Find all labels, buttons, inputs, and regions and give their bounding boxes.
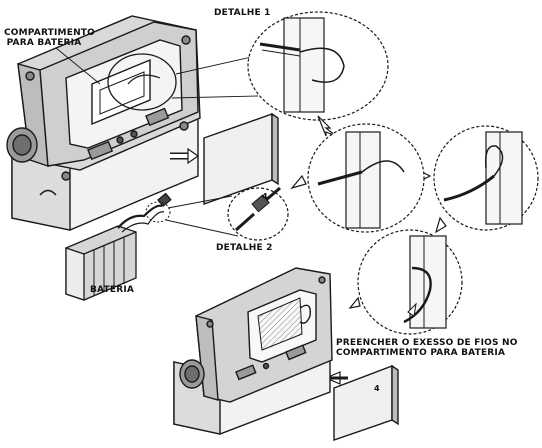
device-bottom <box>173 267 333 435</box>
step-4-view <box>357 229 463 335</box>
arrow-to-cover <box>187 147 200 165</box>
cover-mark-bottom: 4 <box>374 384 380 393</box>
battery-pack <box>65 192 172 301</box>
battery-cover-bottom <box>333 364 399 441</box>
step-2-view <box>307 123 425 233</box>
compartment-leader-line <box>55 47 101 85</box>
compartment-label-line1: COMPARTIMENTO <box>4 28 95 38</box>
detail-2-view <box>227 186 289 241</box>
detail-1-label: DETALHE 1 <box>214 8 271 18</box>
compartment-label: COMPARTIMENTO PARA BATERIA <box>4 28 95 48</box>
detail-1-leader-a <box>175 55 257 75</box>
detail-1-view <box>247 11 389 121</box>
battery-cover-top <box>203 112 279 205</box>
battery-label: BATERIA <box>90 285 135 295</box>
detail-1-leader-b <box>171 95 259 99</box>
device-top-left <box>6 15 201 231</box>
instruction-label: PREENCHER O EXESSO DE FIOS NO COMPARTIME… <box>336 338 518 358</box>
detail-2-label: DETALHE 2 <box>216 243 273 253</box>
instruction-line1: PREENCHER O EXESSO DE FIOS NO <box>336 338 518 348</box>
instruction-line2: COMPARTIMENTO PARA BATERIA <box>336 348 506 358</box>
detail-1-circle <box>107 53 177 111</box>
step-3-view <box>433 125 539 231</box>
cover-mark-top: 4 <box>262 192 268 201</box>
compartment-label-line2: PARA BATERIA <box>6 38 82 48</box>
